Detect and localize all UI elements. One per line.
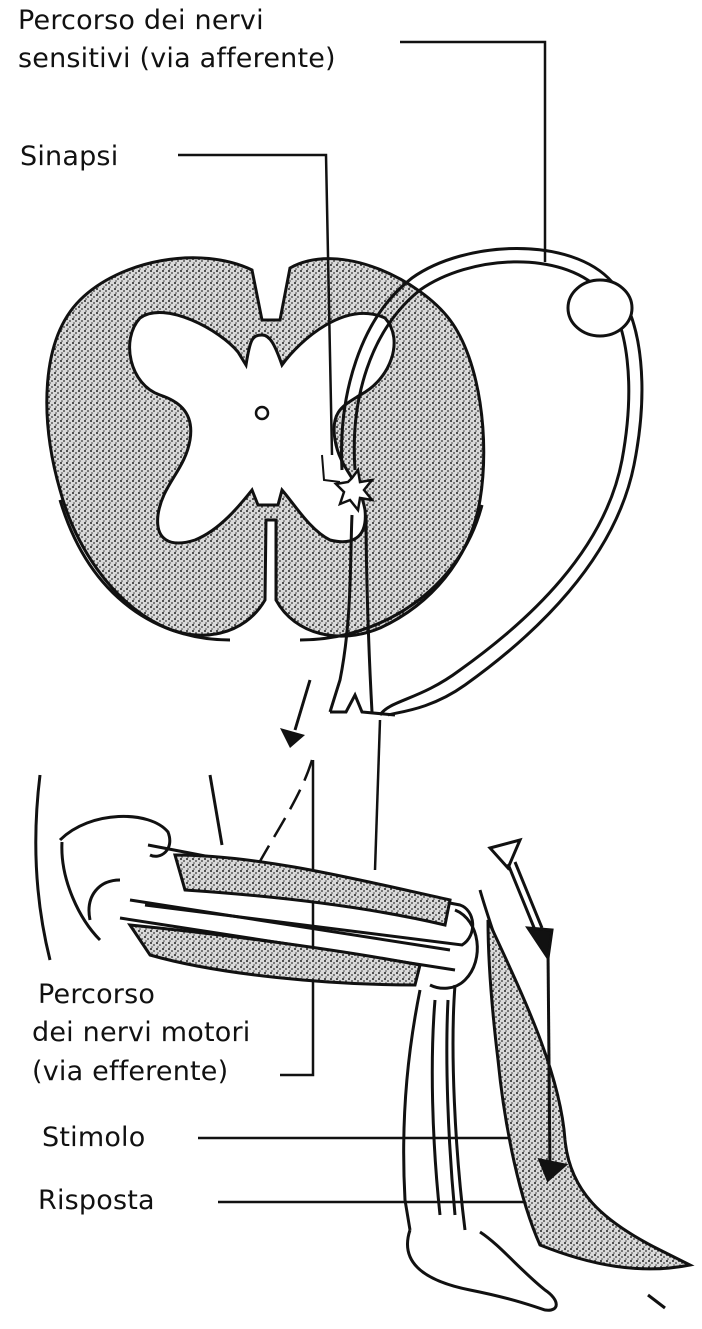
tibia-left xyxy=(404,990,420,1230)
spinal-cord-cross-section xyxy=(47,258,484,640)
response-label: Risposta xyxy=(38,1184,155,1218)
efferent-label-line3: (via efferente) xyxy=(32,1055,228,1089)
root-junction xyxy=(330,695,395,715)
synapse-label: Sinapsi xyxy=(20,140,118,174)
thigh-top-outline xyxy=(210,775,222,845)
efferent-leader-line xyxy=(280,760,313,1075)
central-canal xyxy=(256,407,268,419)
tibia-right xyxy=(453,985,465,1230)
hammer-handle xyxy=(508,862,542,930)
dorsal-root-ganglion xyxy=(568,280,632,336)
efferent-label-line1: Percorso xyxy=(38,978,155,1012)
response-vertical-line xyxy=(548,950,550,1175)
pelvis-bone xyxy=(60,816,170,940)
efferent-direction-arrow xyxy=(295,680,310,730)
efferent-label-line2: dei nervi motori xyxy=(32,1016,250,1050)
afferent-label-line1: Percorso dei nervi xyxy=(18,4,264,38)
efferent-arrowhead xyxy=(280,728,305,748)
afferent-fiber-from-skin xyxy=(375,720,380,870)
afferent-leader-line xyxy=(400,42,545,262)
stimulus-label: Stimolo xyxy=(42,1121,145,1155)
calf-muscle xyxy=(488,920,690,1269)
afferent-label-line2: sensitivi (via afferente) xyxy=(18,42,336,76)
hip-outline xyxy=(36,775,50,960)
foot-outline xyxy=(408,1230,557,1310)
toe-mark xyxy=(648,1295,665,1308)
